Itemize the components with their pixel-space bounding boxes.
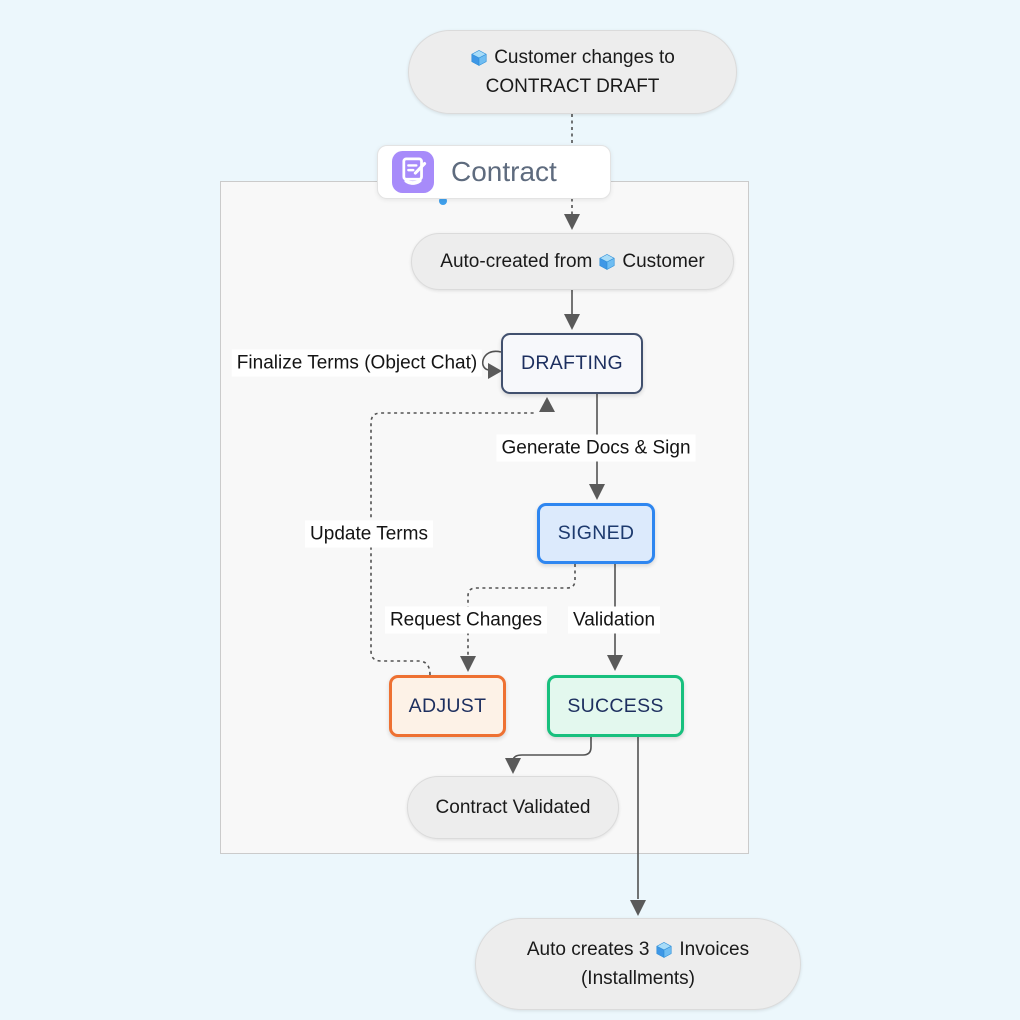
edge-label-request-changes: Request Changes (384, 606, 548, 634)
contract-icon (391, 151, 435, 193)
edge-label-validation: Validation (567, 606, 661, 634)
subgraph-title-label: Contract (377, 145, 611, 199)
edge-success-to-terminal (512, 737, 592, 761)
edge-adjust-to-drafting (370, 412, 536, 676)
cube-icon (470, 49, 488, 67)
trigger-node-line1: Customer changes to (494, 47, 675, 68)
state-drafting: DRAFTING (501, 333, 643, 394)
outcome-line2: (Installments) (580, 968, 696, 989)
subgraph-container (220, 181, 749, 854)
terminal-node: Contract Validated (407, 776, 619, 839)
outcome-node: Auto creates 3 Invoices (Installments) (475, 918, 801, 1010)
edge-label-generate-docs: Generate Docs & Sign (496, 434, 696, 462)
subgraph-title-text: Contract (451, 156, 557, 187)
edge-label-finalize-terms: Finalize Terms (Object Chat) (231, 349, 483, 377)
state-adjust: ADJUST (389, 675, 506, 737)
edge-label-update-terms: Update Terms (305, 520, 433, 548)
outcome-line1-suffix: Invoices (679, 939, 750, 960)
auto-created-node: Auto-created from Customer (411, 233, 734, 290)
auto-created-suffix: Customer (622, 251, 705, 272)
state-signed: SIGNED (537, 503, 655, 564)
state-drafting-label: DRAFTING (520, 352, 624, 374)
state-signed-label: SIGNED (557, 522, 635, 544)
trigger-node: Customer changes to CONTRACT DRAFT (408, 30, 737, 114)
state-success: SUCCESS (547, 675, 684, 737)
cube-icon (598, 253, 616, 271)
arrowheads (460, 214, 646, 916)
trigger-node-line2: CONTRACT DRAFT (485, 76, 660, 97)
state-success-label: SUCCESS (567, 694, 664, 717)
auto-created-prefix: Auto-created from (440, 251, 593, 272)
state-adjust-label: ADJUST (408, 694, 487, 717)
edge-endpoint-dot (439, 197, 447, 205)
cube-icon (655, 941, 673, 959)
edge-signed-to-adjust (467, 564, 576, 656)
outcome-line1-prefix: Auto creates 3 (526, 939, 650, 960)
